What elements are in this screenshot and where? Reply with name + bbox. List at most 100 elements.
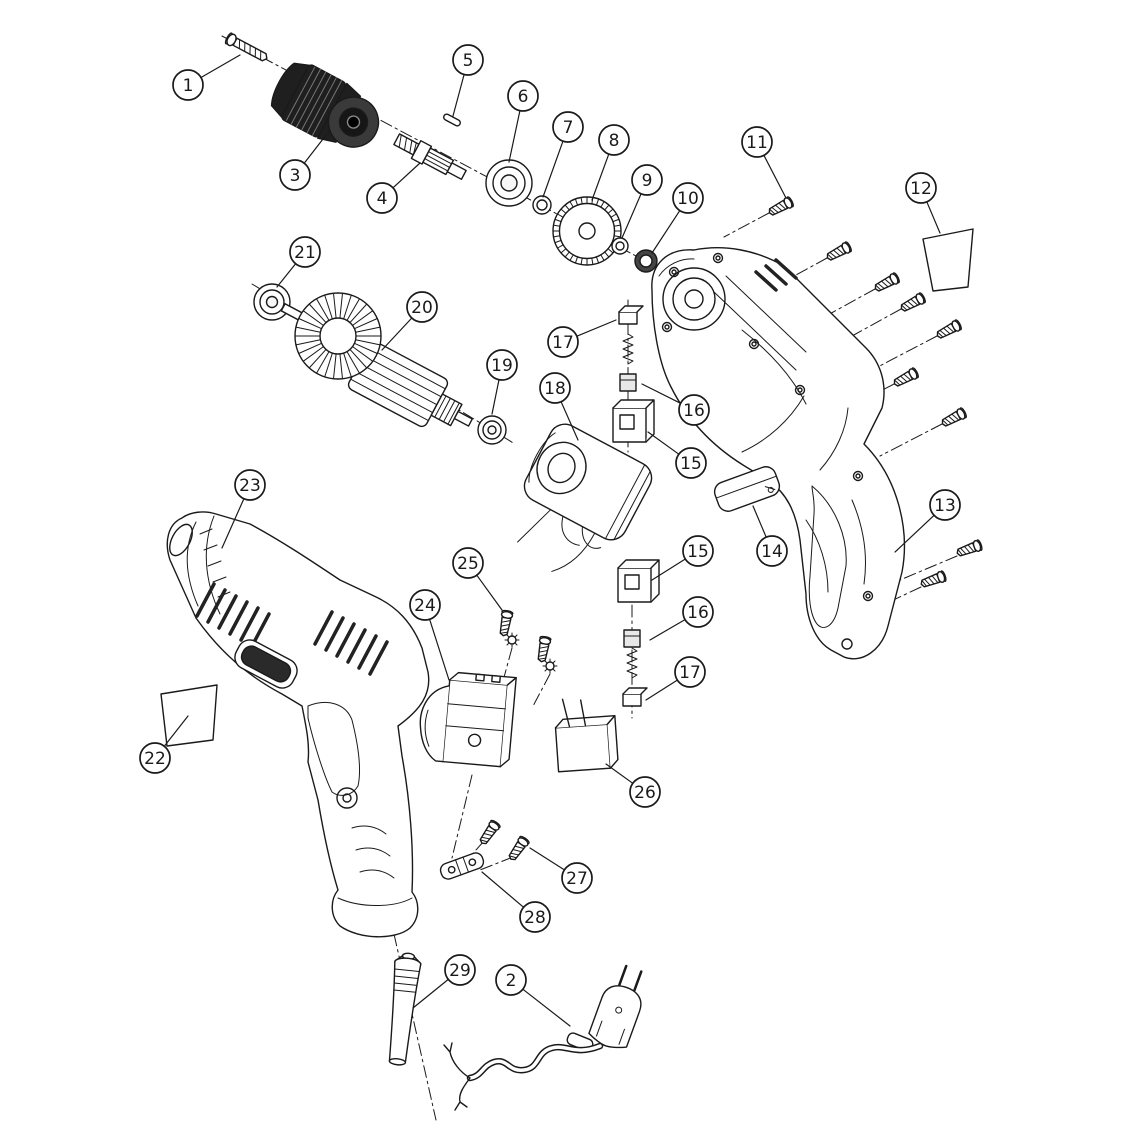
callout-circle: [929, 489, 961, 521]
callout-leader: [645, 679, 678, 701]
brush-set-upper: [612, 305, 655, 443]
bearing-armature-front: [253, 283, 291, 321]
callout-number: 9: [642, 171, 653, 191]
callout-14: 14: [752, 505, 788, 567]
callout-number: 15: [687, 542, 709, 562]
vent-slots-front: [195, 582, 271, 648]
callout-number: 27: [566, 869, 588, 889]
callout-15: 15: [647, 431, 707, 479]
brush-holder: [612, 399, 655, 443]
callout-circle: [674, 656, 706, 688]
callout-number: 13: [934, 496, 956, 516]
callout-number: 7: [563, 118, 574, 138]
clamp-screws: [476, 818, 531, 864]
callout-leader: [522, 988, 571, 1027]
chuck-knurling: [285, 66, 343, 136]
callout-leader: [412, 978, 449, 1009]
callout-leader: [452, 73, 465, 117]
callout-number: 10: [677, 189, 699, 209]
callout-number: 23: [239, 476, 261, 496]
callout-4: 4: [366, 162, 421, 214]
fan: [294, 292, 382, 380]
spindle: [393, 133, 467, 181]
gear: [552, 196, 622, 266]
callout-leader: [529, 847, 566, 871]
callout-27: 27: [529, 847, 593, 894]
callout-leader: [276, 263, 297, 288]
callout-circle: [139, 742, 171, 774]
brush-cap: [622, 687, 648, 707]
bearing-armature-rear: [477, 415, 507, 445]
callout-20: 20: [381, 291, 438, 351]
cord-sleeve: [388, 952, 422, 1066]
callout-26: 26: [605, 763, 661, 808]
brush-holder: [617, 559, 660, 603]
callout-number: 8: [609, 131, 620, 151]
callout-leader: [163, 715, 189, 747]
callout-number: 2: [506, 971, 517, 991]
callout-circle: [234, 469, 266, 501]
callout-number: 26: [634, 783, 656, 803]
callout-6: 6: [507, 80, 539, 163]
callout-16: 16: [641, 383, 710, 426]
brush-spring: [622, 333, 634, 365]
callout-13: 13: [894, 489, 961, 553]
callout-leader: [508, 110, 521, 163]
callout-circle: [172, 69, 204, 101]
callout-circle: [631, 164, 663, 196]
switch: [419, 671, 517, 768]
housing-right-vents: [754, 258, 798, 292]
callout-number: 12: [910, 179, 932, 199]
callout-circle: [495, 964, 527, 996]
callout-leader: [651, 210, 681, 254]
callout-number: 4: [377, 189, 388, 209]
callout-number: 15: [680, 454, 702, 474]
armature: [280, 292, 473, 428]
callout-leader: [649, 618, 686, 641]
callout-5: 5: [452, 44, 484, 117]
callout-leader: [481, 871, 525, 908]
callout-circle: [741, 126, 773, 158]
callout-7: 7: [542, 111, 584, 198]
callout-leader: [651, 558, 686, 581]
callout-circle: [682, 596, 714, 628]
lock-button: [336, 787, 358, 809]
bearing-front: [485, 159, 533, 207]
shaft-key: [443, 113, 461, 127]
callout-number: 24: [414, 596, 436, 616]
callout-leader: [381, 317, 413, 351]
callout-circle: [279, 159, 311, 191]
grip-texture: [337, 825, 413, 906]
callout-number: 18: [544, 379, 566, 399]
callout-8: 8: [591, 124, 630, 201]
cord-clamp: [439, 852, 485, 880]
switch-screws: [497, 609, 558, 674]
callout-number: 28: [524, 908, 546, 928]
housing-left: [166, 511, 430, 938]
chuck: [270, 62, 380, 148]
callout-number: 11: [746, 133, 768, 153]
callout-leader: [303, 129, 331, 164]
callout-number: 21: [294, 243, 316, 263]
callout-10: 10: [651, 182, 704, 254]
trigger-recess: [307, 702, 361, 796]
callout-circle: [547, 326, 579, 358]
label-sticker-left: [160, 684, 218, 747]
callout-circle: [629, 776, 661, 808]
callout-circle: [598, 124, 630, 156]
callout-circle: [366, 182, 398, 214]
callout-leader: [763, 154, 787, 199]
callout-circle: [905, 172, 937, 204]
callout-circle: [486, 349, 518, 381]
brush-cover: [713, 466, 781, 512]
callout-circle: [756, 535, 788, 567]
callout-number: 29: [449, 961, 471, 981]
capacitor: [554, 698, 619, 773]
callout-leader: [894, 514, 935, 553]
callout-circle: [406, 291, 438, 323]
callout-number: 17: [679, 663, 701, 683]
callout-2: 2: [495, 964, 571, 1027]
callout-circle: [672, 182, 704, 214]
callout-leader: [647, 431, 680, 455]
callout-15: 15: [651, 535, 714, 581]
